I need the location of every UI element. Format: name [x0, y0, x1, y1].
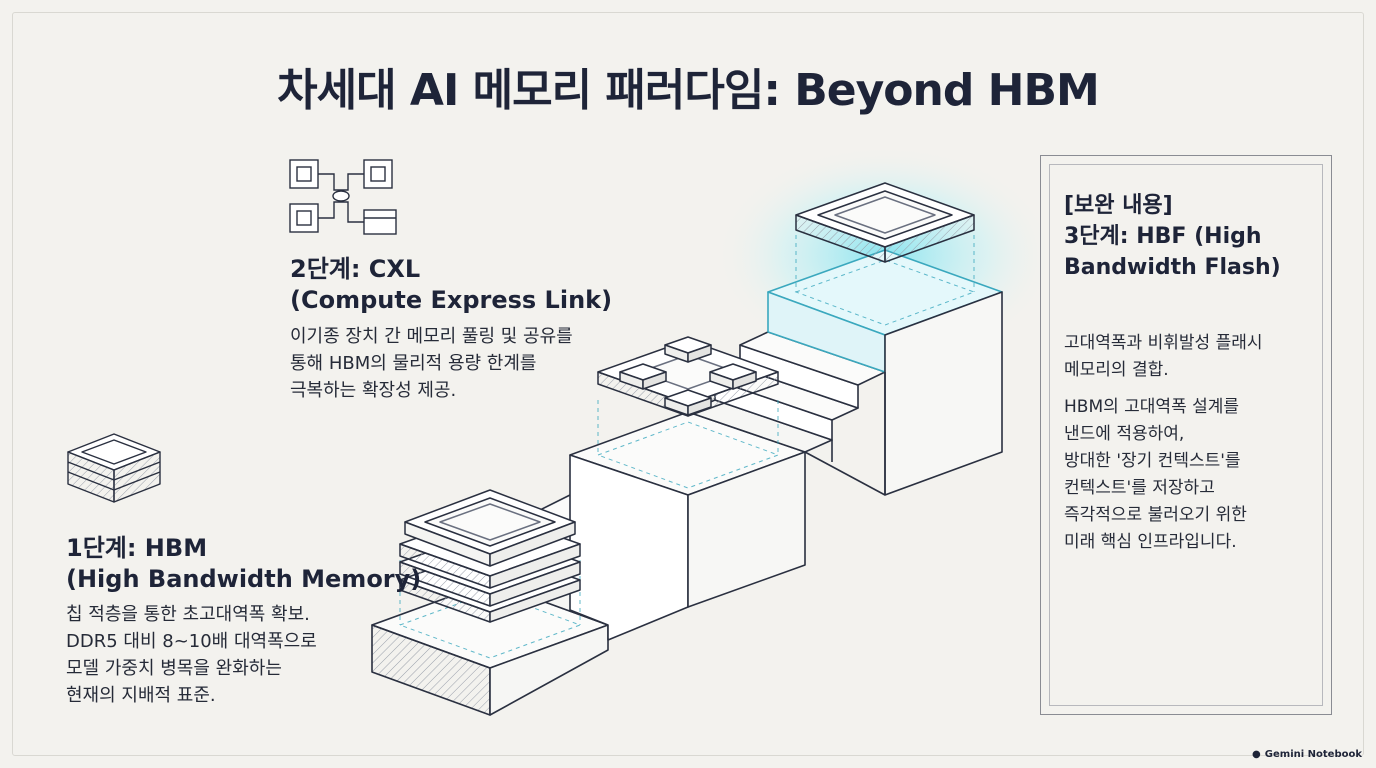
stage3-body-a-line2: 메모리의 결합.	[1064, 360, 1169, 380]
stage1-body-line2: DDR5 대비 8~10배 대역폭으로	[66, 631, 317, 652]
watermark-label: Gemini Notebook	[1264, 749, 1362, 760]
page-frame	[12, 12, 1364, 756]
stage3-heading-line3: Bandwidth Flash)	[1064, 255, 1281, 280]
hbf-panel	[1040, 155, 1332, 715]
stage2-body-line3: 극복하는 확장성 제공.	[290, 380, 456, 401]
stage1-heading-line2: (High Bandwidth Memory)	[66, 565, 421, 593]
stage3-body-b-line4: 컨텍스트'를 저장하고	[1064, 478, 1215, 498]
stage2-body-line1: 이기종 장치 간 메모리 풀링 및 공유를	[290, 326, 573, 347]
staircase	[371, 249, 1003, 716]
stage3-body-a-line1: 고대역폭과 비휘발성 플래시	[1064, 333, 1263, 353]
stage2-heading-line1: 2단계: CXL	[290, 255, 420, 283]
stage3-body-b-line5: 즉각적으로 불러오기 위한	[1064, 505, 1247, 525]
stage3-body-b-line1: HBM의 고대역폭 설계를	[1064, 397, 1239, 417]
stage2-heading-line2: (Compute Express Link)	[290, 286, 612, 314]
cxl-chip-cluster	[597, 336, 779, 417]
projection-guides	[398, 235, 976, 659]
page-title: 차세대 AI 메모리 패러다임: Beyond HBM	[277, 65, 1100, 116]
stage2-body-line2: 통해 HBM의 물리적 용량 한계를	[290, 353, 536, 374]
stage1-heading-line1: 1단계: HBM	[66, 534, 207, 562]
hbf-chip	[795, 182, 975, 263]
hbm-stack-icon	[67, 433, 161, 503]
stage3-heading-line1: [보완 내용]	[1064, 193, 1173, 218]
stage1-body-line4: 현재의 지배적 표준.	[66, 685, 216, 706]
stage1-body-line1: 칩 적층을 통한 초고대역폭 확보.	[66, 604, 310, 625]
stage3-body-b-line2: 낸드에 적용하여,	[1064, 424, 1184, 444]
hbm-chip-stack	[399, 489, 581, 623]
stage3-heading-line2: 3단계: HBF (High	[1064, 224, 1262, 249]
watermark: ●Gemini Notebook	[1252, 749, 1362, 760]
stage3-body-b-line3: 방대한 '장기 컨텍스트'를	[1064, 451, 1241, 471]
stage3-body-b-line6: 미래 핵심 인프라입니다.	[1064, 532, 1237, 552]
stage1-body-line3: 모델 가중치 병목을 완화하는	[66, 658, 282, 679]
cxl-network-icon	[289, 159, 397, 235]
gemini-notebook-logo-icon: ●	[1252, 749, 1261, 760]
